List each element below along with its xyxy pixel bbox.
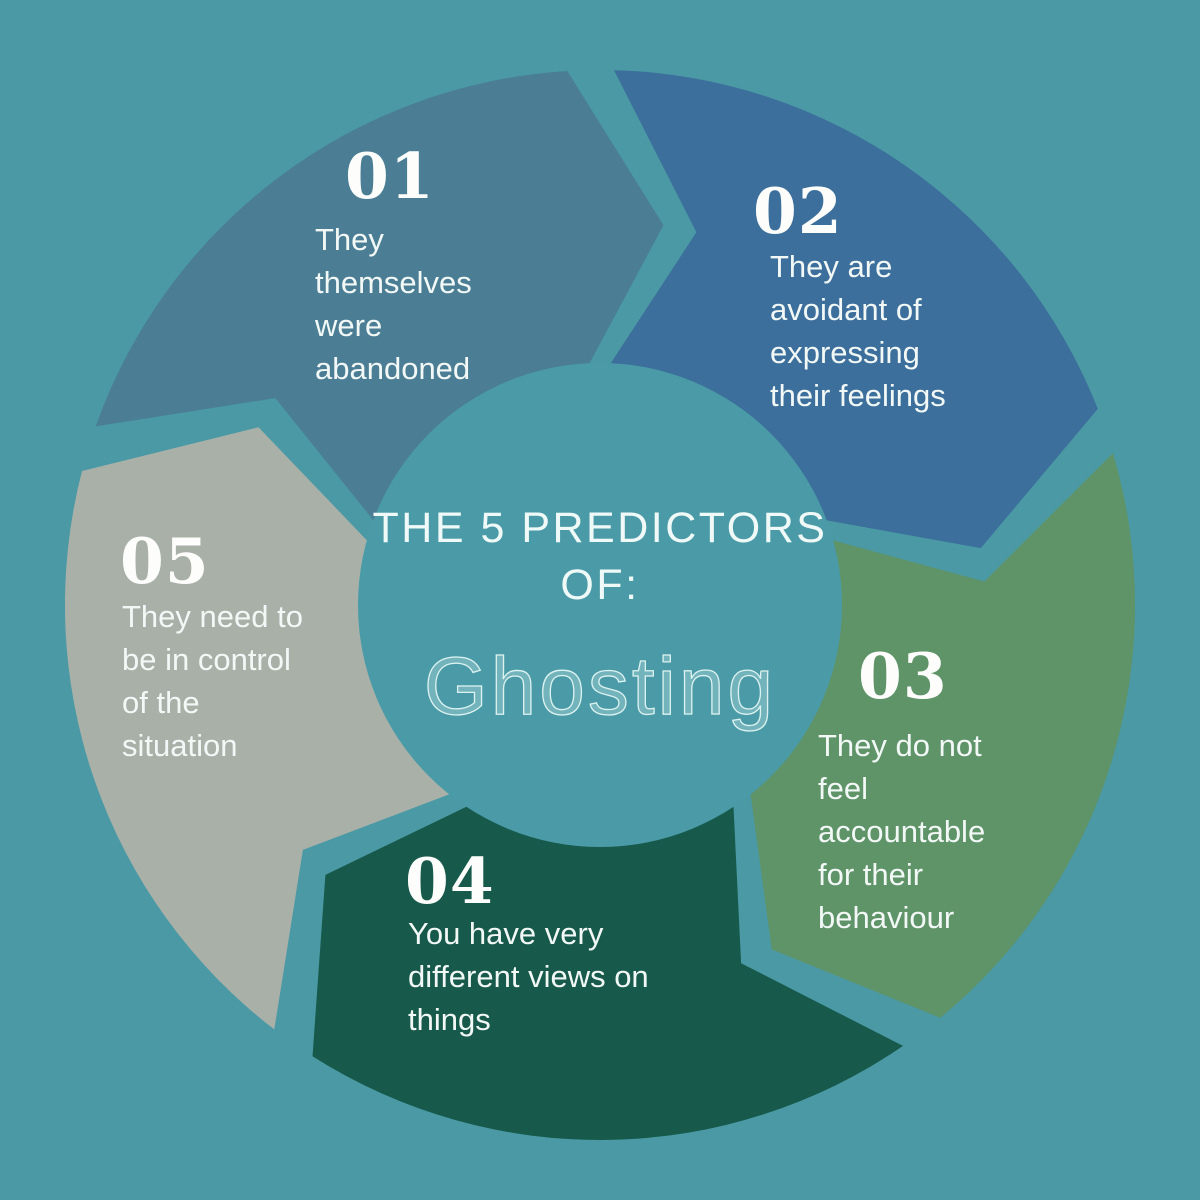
segment-01-number: 01: [345, 139, 435, 213]
segment-04-label: You have very different views on things: [408, 916, 649, 1037]
segment-03-label: They do not feel accountable for their b…: [818, 728, 986, 935]
segment-04-number: 04: [405, 844, 495, 918]
segment-03-number: 03: [858, 639, 948, 713]
segment-arrow-01: [95, 71, 664, 527]
center-title: THE 5 PREDICTORS OF:: [372, 504, 828, 609]
segment-02-number: 02: [753, 174, 843, 248]
segment-05-number: 05: [120, 524, 210, 598]
center-circle: [358, 363, 842, 847]
segment-01-label: They themselves were abandoned: [315, 222, 472, 386]
segment-02-label: They are avoidant of expressing their fe…: [770, 249, 946, 413]
segment-arrow-05: [64, 427, 457, 1030]
segment-05-label: They need to be in control of the situat…: [122, 599, 303, 763]
segment-arrow-04: [312, 798, 903, 1140]
segment-arrow-02: [606, 70, 1098, 549]
center-highlight-title: Ghosting: [423, 640, 777, 732]
segment-arrow-03: [749, 453, 1136, 1018]
cycle-ring: [64, 70, 1136, 1140]
